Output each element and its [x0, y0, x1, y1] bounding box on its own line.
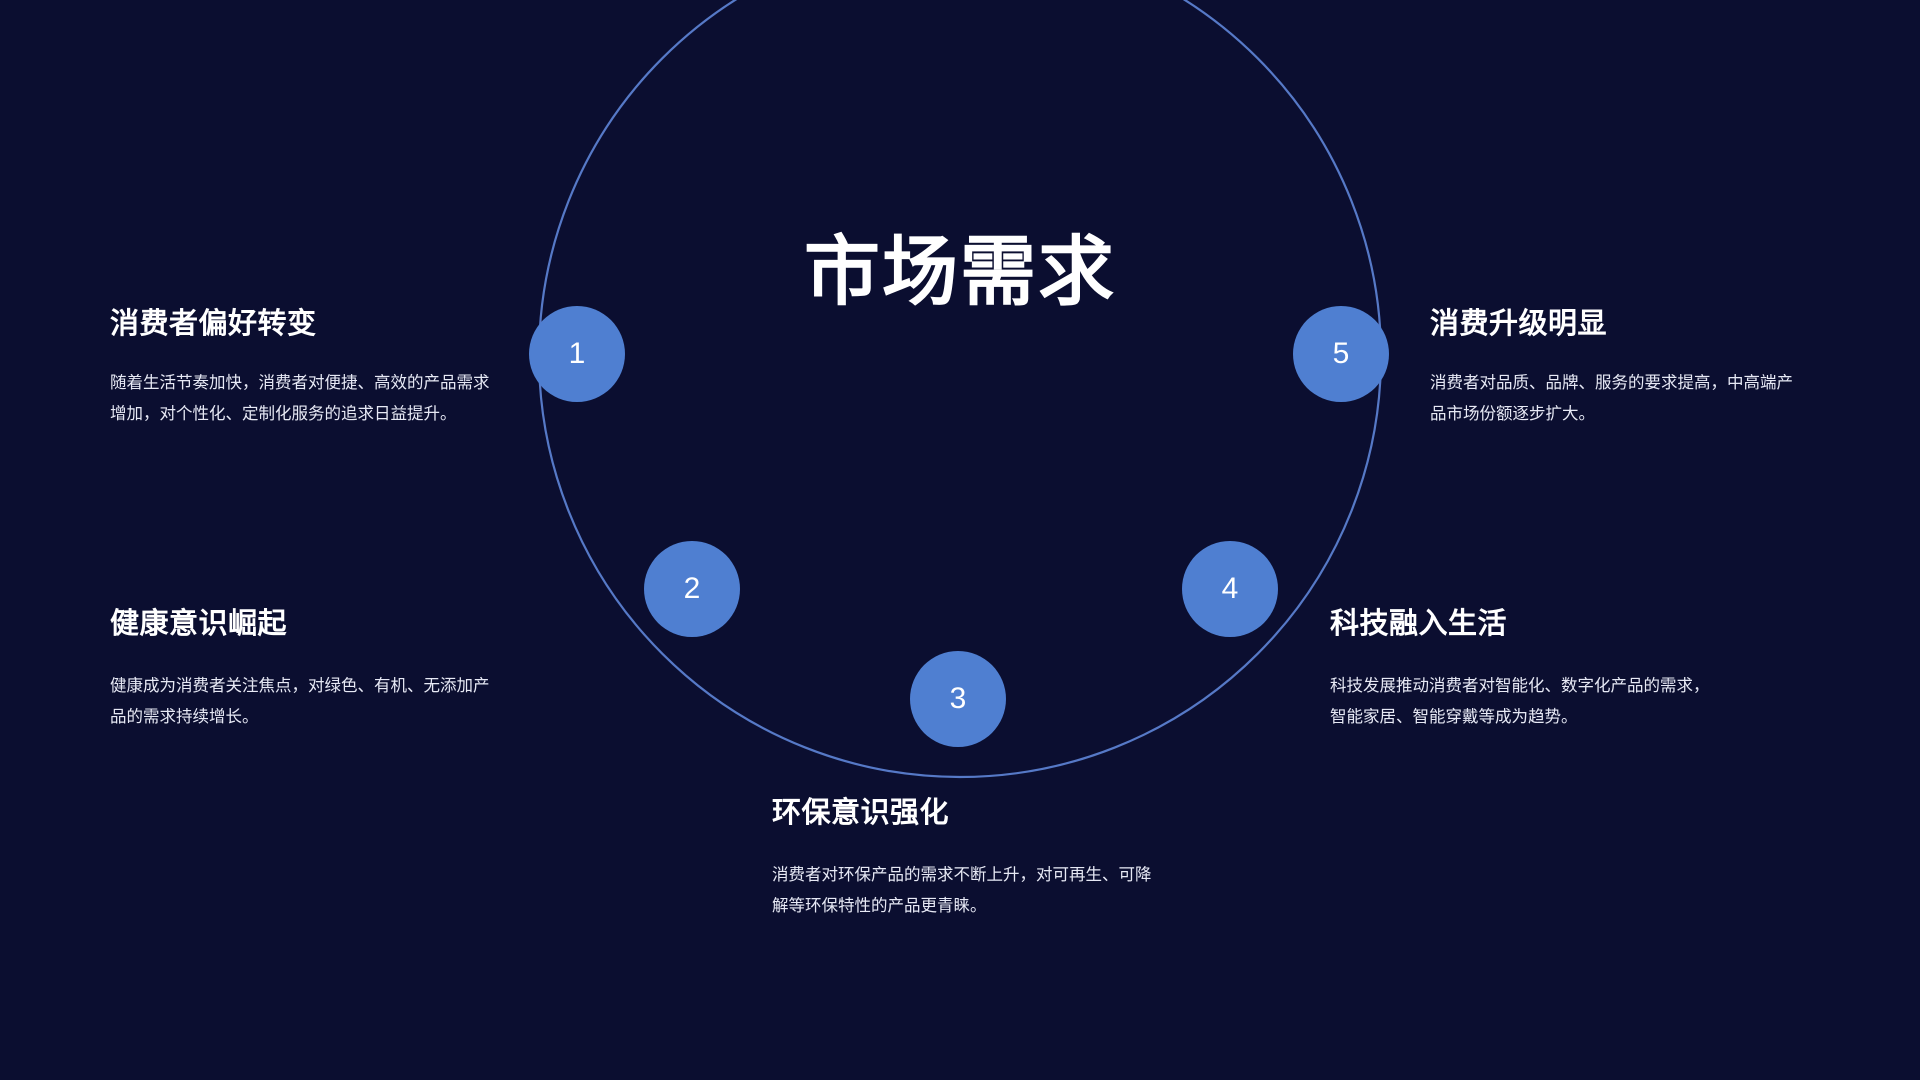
- item-body-5: 消费者对品质、品牌、服务的要求提高，中高端产品市场份额逐步扩大。: [1430, 374, 1793, 423]
- node-number-5: 5: [1332, 337, 1350, 370]
- node-number-1: 1: [568, 337, 586, 370]
- item-block-3: 环保意识强化 消费者对环保产品的需求不断上升，对可再生、可降解等环保特性的产品更…: [772, 789, 1162, 921]
- node-circle-4[interactable]: 4: [1182, 541, 1278, 637]
- node-number-3: 3: [949, 682, 967, 715]
- item-body-3: 消费者对环保产品的需求不断上升，对可再生、可降解等环保特性的产品更青睐。: [772, 866, 1152, 915]
- item-block-5: 消费升级明显 消费者对品质、品牌、服务的要求提高，中高端产品市场份额逐步扩大。: [1430, 300, 1830, 429]
- node-circle-3[interactable]: 3: [910, 651, 1006, 747]
- item-heading-5: 消费升级明显: [1430, 308, 1608, 340]
- node-circle-5[interactable]: 5: [1293, 306, 1389, 402]
- item-body-2: 健康成为消费者关注焦点，对绿色、有机、无添加产品的需求持续增长。: [110, 677, 490, 726]
- node-number-2: 2: [683, 572, 701, 605]
- item-block-2: 健康意识崛起 健康成为消费者关注焦点，对绿色、有机、无添加产品的需求持续增长。: [110, 600, 500, 732]
- item-block-4: 科技融入生活 科技发展推动消费者对智能化、数字化产品的需求，智能家居、智能穿戴等…: [1330, 600, 1730, 732]
- node-circle-1[interactable]: 1: [529, 306, 625, 402]
- node-number-4: 4: [1221, 572, 1239, 605]
- item-body-1: 随着生活节奏加快，消费者对便捷、高效的产品需求增加，对个性化、定制化服务的追求日…: [110, 374, 490, 423]
- node-circle-2[interactable]: 2: [644, 541, 740, 637]
- item-block-1: 消费者偏好转变 随着生活节奏加快，消费者对便捷、高效的产品需求增加，对个性化、定…: [110, 300, 500, 429]
- item-heading-3: 环保意识强化: [772, 797, 950, 829]
- page-title: 市场需求: [804, 230, 1116, 315]
- item-heading-4: 科技融入生活: [1330, 608, 1508, 640]
- item-heading-2: 健康意识崛起: [110, 608, 288, 640]
- item-body-4: 科技发展推动消费者对智能化、数字化产品的需求，智能家居、智能穿戴等成为趋势。: [1330, 677, 1710, 726]
- item-heading-1: 消费者偏好转变: [110, 308, 317, 340]
